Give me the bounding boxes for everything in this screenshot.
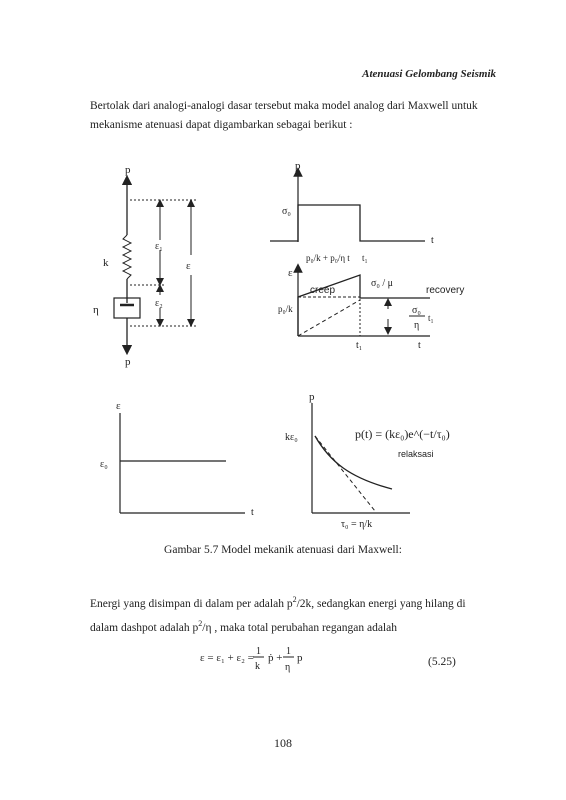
- energy-line-2-b: /η , maka total perubahan regangan adala…: [202, 621, 397, 634]
- energy-line-1-sup: 2: [292, 595, 297, 604]
- equation-5-25: ε = ε₁ + ε₂ = 1 k ṗ + 1 η p: [200, 646, 303, 673]
- eps2-label: ε₂: [155, 298, 163, 309]
- creep-expression: p₀/k + p₀/η t: [306, 253, 350, 263]
- model-p-bottom-label: p: [125, 356, 131, 368]
- spring-k-label: k: [103, 257, 109, 269]
- relaxation-curve: [314, 435, 393, 490]
- recovery-label: recovery: [426, 285, 464, 296]
- eps0-label: ε₀: [100, 459, 108, 470]
- relaksasi-label: relaksasi: [398, 449, 434, 459]
- strain-y-label: ε: [288, 267, 293, 279]
- intro-line-2: mekanisme atenuasi dapat digambarkan seb…: [90, 119, 353, 131]
- const-y-label: ε: [116, 400, 121, 412]
- stress-x-label: t: [431, 235, 434, 246]
- energy-line-1: Energi yang disimpan di dalam per adalah…: [90, 590, 510, 614]
- energy-line-2: dalam dashpot adalah p2/η , maka total p…: [90, 614, 510, 638]
- energy-line-1-b: /2k, sedangkan energi yang hilang di: [296, 597, 466, 610]
- eps1-label: ε₁: [155, 241, 163, 252]
- equation-tail: p: [297, 652, 303, 664]
- stress-pulse-curve: [270, 204, 425, 242]
- const-x-label: t: [251, 507, 254, 518]
- spring-symbol: [121, 234, 133, 280]
- sigma-eta-t1: t₁: [428, 313, 434, 323]
- figure-caption: Gambar 5.7 Model mekanik atenuasi dari M…: [164, 544, 402, 556]
- equation-number: (5.25): [428, 656, 456, 668]
- creep-label: creep: [310, 285, 335, 296]
- t1-bottom-label: t₁: [356, 340, 362, 351]
- relaxation-tangent: [314, 435, 376, 512]
- energy-line-2-a: dalam dashpot adalah p: [90, 621, 199, 634]
- keps0-label: kε₀: [285, 432, 298, 443]
- creep-recovery-plot: ε p₀/k + p₀/η t t₁ creep σ₀ / μ recovery…: [278, 253, 464, 351]
- intro-paragraph: Bertolak dari analogi-analogi dasar ters…: [90, 97, 510, 135]
- stress-pulse-plot: p σ₀ t: [270, 160, 434, 246]
- sigma-mu-label: σ₀ / μ: [371, 278, 393, 289]
- equation-lhs: ε = ε₁ + ε₂ =: [200, 652, 254, 664]
- sigma-eta-numerator: σ₀: [412, 305, 421, 316]
- relax-y-label: p: [309, 391, 315, 403]
- sigma-eta-denominator: η: [414, 320, 419, 331]
- equation-num2: 1: [286, 646, 291, 657]
- equation-num1: 1: [256, 646, 261, 657]
- energy-paragraph: Energi yang disimpan di dalam per adalah…: [90, 590, 510, 638]
- eps-total-label: ε: [186, 260, 191, 272]
- page-number: 108: [274, 736, 292, 750]
- p0k-label: p₀/k: [278, 304, 293, 314]
- intro-line-1: Bertolak dari analogi-analogi dasar ters…: [90, 100, 478, 112]
- running-header: Atenuasi Gelombang Seismik: [362, 68, 496, 80]
- viscous-component-line: [297, 299, 361, 337]
- maxwell-model-diagram: p p k η ε₁ ε₂ ε: [93, 164, 198, 368]
- constant-strain-plot: ε ε₀ t: [100, 400, 254, 518]
- equation-mid: ṗ +: [268, 652, 282, 664]
- strain-x-label: t: [418, 340, 421, 351]
- sigma0-label: σ₀: [282, 206, 291, 217]
- equation-den2: η: [285, 662, 290, 673]
- energy-line-2-sup: 2: [198, 618, 203, 628]
- stress-y-label: p: [295, 160, 301, 172]
- relaxation-plot: p kε₀ p(t) = (kε₀)e^(−t/τ₀) relaksasi τ₀…: [285, 391, 450, 530]
- model-p-top-label: p: [125, 164, 131, 176]
- t1-top-label: t₁: [362, 253, 368, 263]
- relaxation-formula: p(t) = (kε₀)e^(−t/τ₀): [355, 427, 450, 441]
- tau-label: τ₀ = η/k: [341, 519, 372, 530]
- equation-den1: k: [255, 661, 260, 672]
- energy-line-1-a: Energi yang disimpan di dalam per adalah…: [90, 597, 293, 610]
- dashpot-eta-label: η: [93, 304, 99, 316]
